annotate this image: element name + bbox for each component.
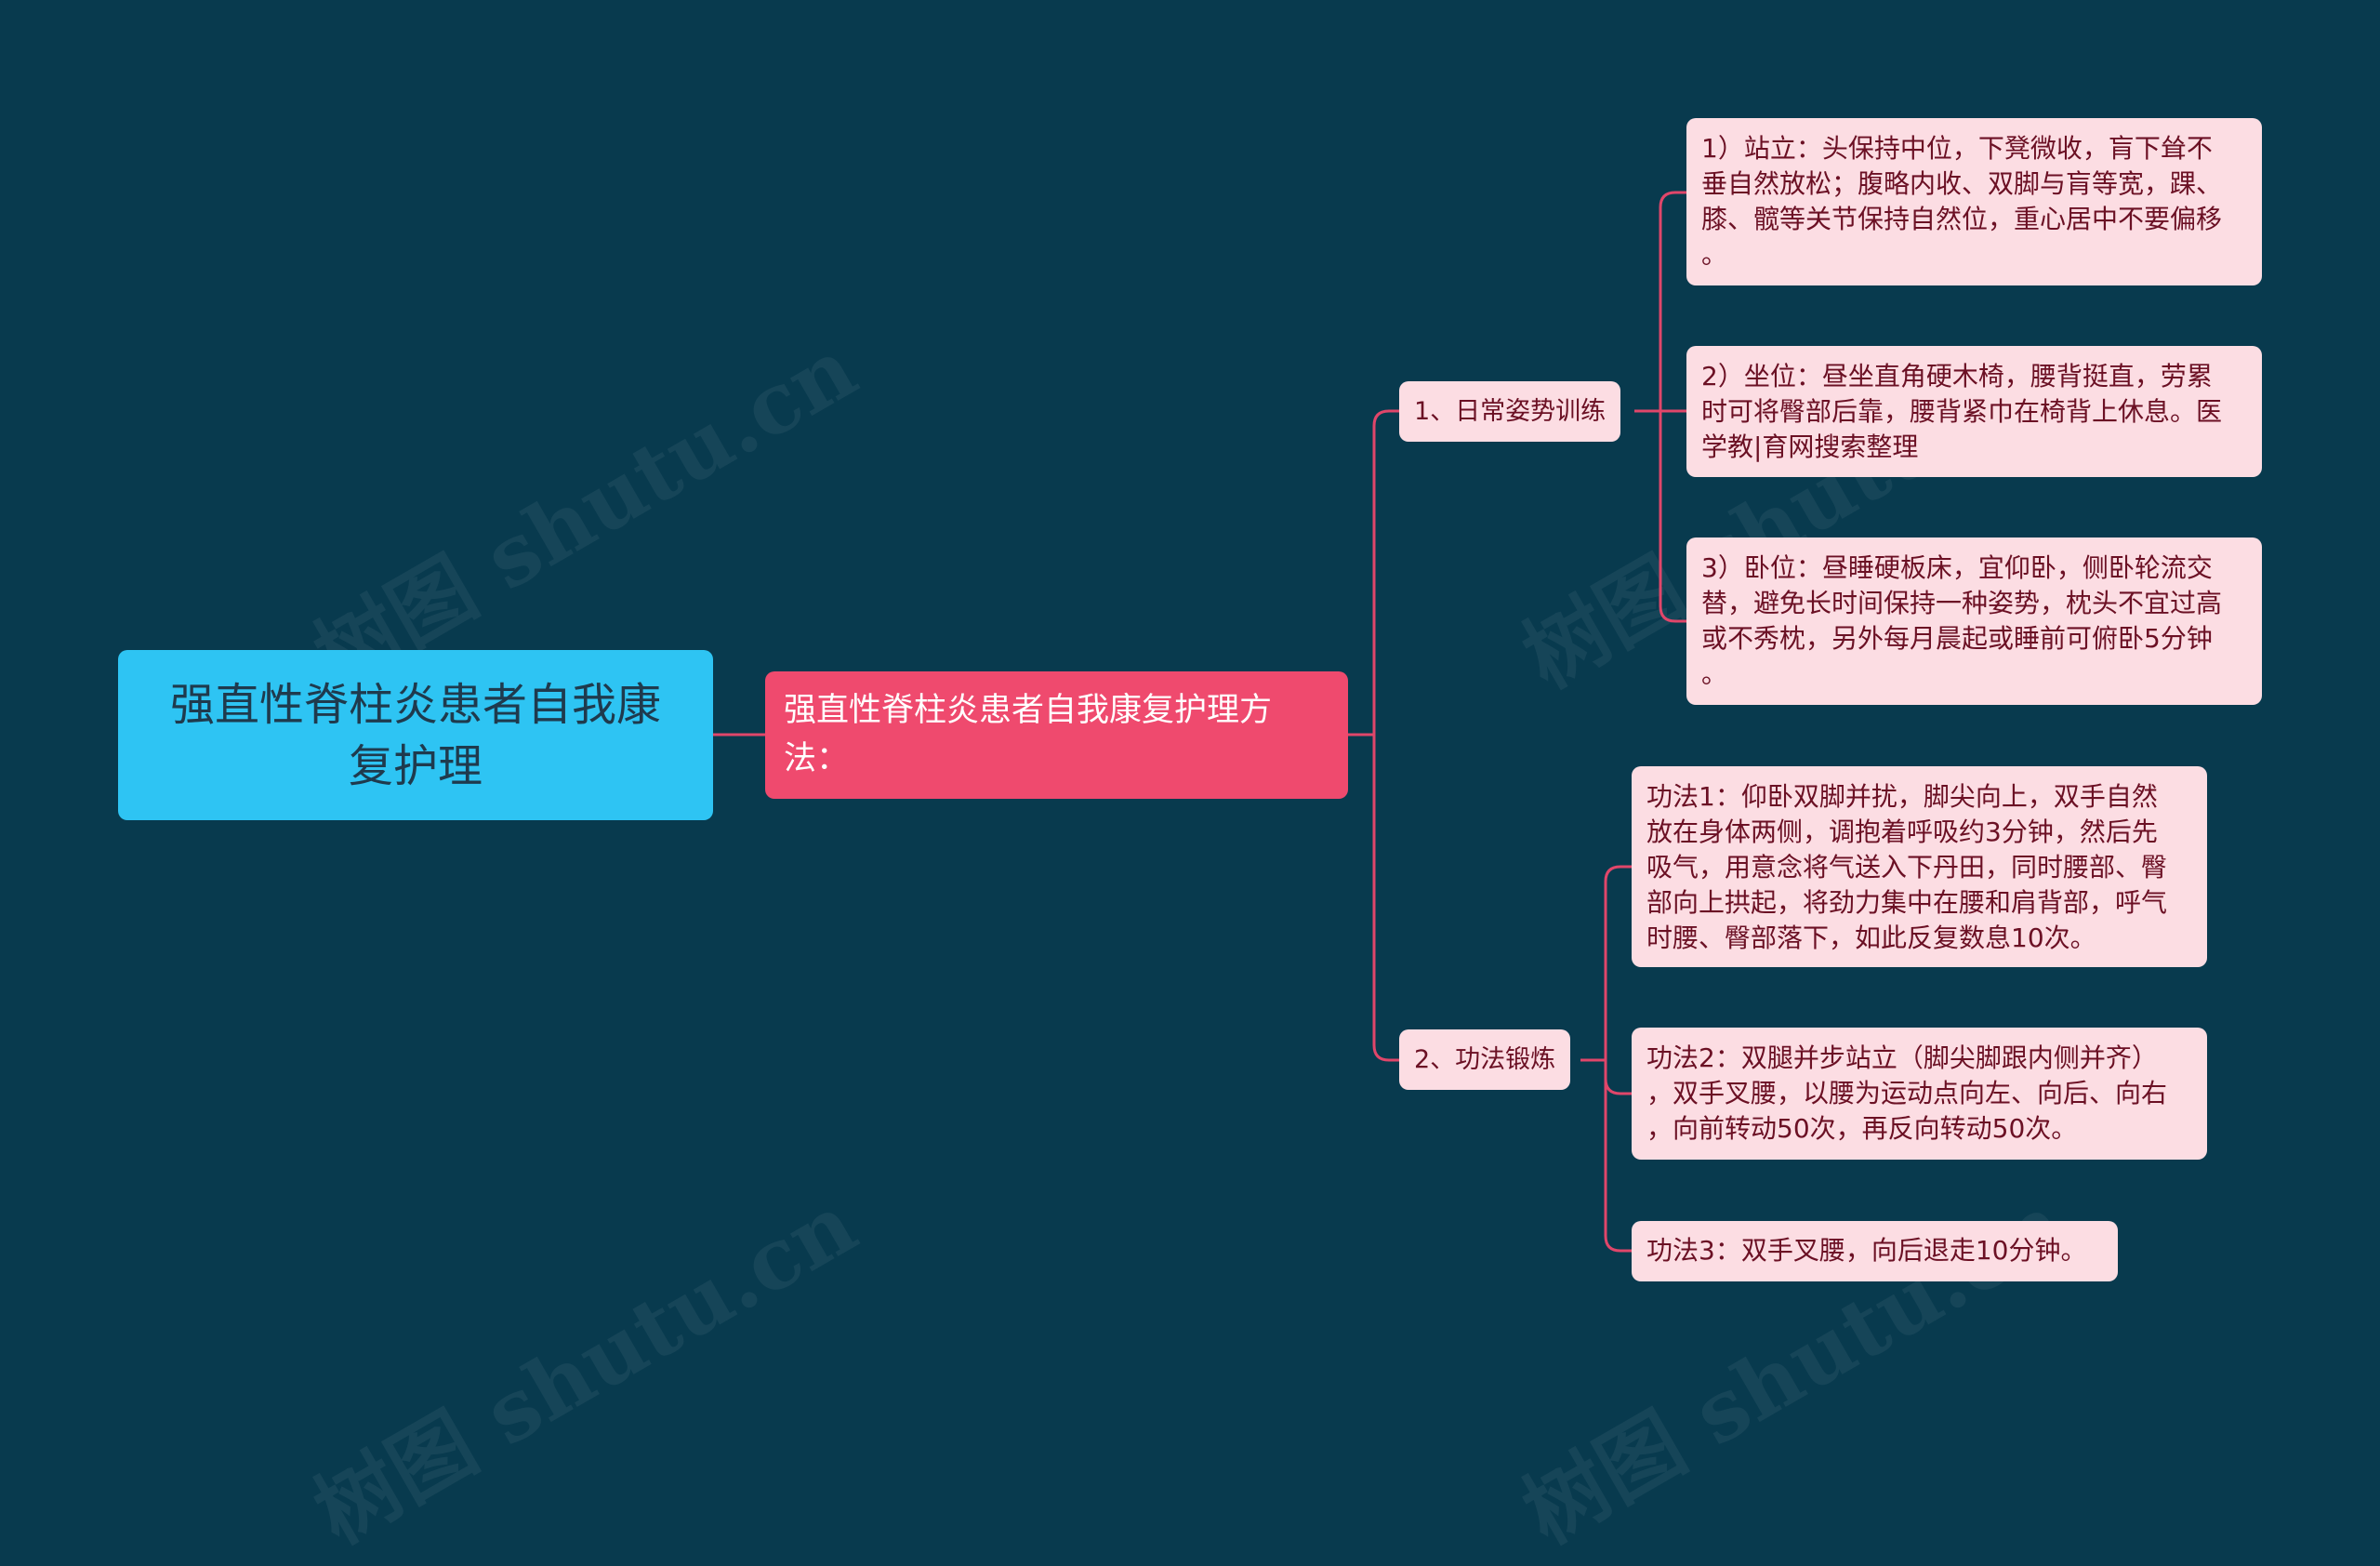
leaf-line: 放在身体两侧，调抱着呼吸约3分钟，然后先	[1646, 816, 2158, 847]
leaf-line: 或不秀枕，另外每月晨起或睡前可俯卧5分钟	[1701, 623, 2213, 654]
connector-lines	[713, 191, 1686, 1253]
leaf-line: 1）站立：头保持中位，下凳微收，肓下耸不	[1701, 133, 2213, 164]
connector-main-branch1	[1348, 409, 1399, 737]
branch-daily-posture[interactable]: 1、日常姿势训练	[1399, 381, 1621, 442]
leaf-line: 垂自然放松；腹略内收、双脚与肓等宽，踝、	[1701, 168, 2223, 199]
leaf-line: 。	[1701, 658, 1728, 689]
leaf-line: ，双手叉腰，以腰为运动点向左、向后、向右	[1646, 1078, 2168, 1108]
leaf-line: 。	[1701, 239, 1728, 270]
main-line: 强直性脊柱炎患者自我康复护理方	[784, 692, 1273, 729]
root-node[interactable]: 强直性脊柱炎患者自我康 复护理	[118, 650, 713, 820]
leaf-line: 时腰、臀部落下，如此反复数息10次。	[1646, 922, 2096, 953]
leaf-exercise-2[interactable]: 功法2：双腿并步站立（脚尖脚跟内侧并齐） ，双手叉腰，以腰为运动点向左、向后、向…	[1632, 1028, 2207, 1160]
main-line: 法：	[784, 740, 850, 777]
leaf-sitting[interactable]: 2）坐位：昼坐直角硬木椅，腰背挺直，劳累 时可将臀部后靠，腰背紧巾在椅背上休息。…	[1686, 346, 2262, 477]
leaf-line: 膝、髋等关节保持自然位，重心居中不要偏移	[1701, 204, 2223, 234]
leaf-exercise-3[interactable]: 功法3：双手叉腰，向后退走10分钟。	[1632, 1221, 2118, 1281]
leaf-line: 部向上拱起，将劲力集中在腰和肩背部，呼气	[1646, 887, 2168, 918]
connector-leaf1	[1659, 191, 1686, 411]
leaf-line: ，向前转动50次，再反向转动50次。	[1646, 1113, 2078, 1144]
connector-leaf5	[1604, 1060, 1632, 1095]
leaf-line: 时可将臀部后靠，腰背紧巾在椅背上休息。医	[1701, 396, 2223, 427]
root-line: 复护理	[348, 739, 483, 792]
root-line: 强直性脊柱炎患者自我康	[169, 678, 661, 731]
leaf-line: 功法3：双手叉腰，向后退走10分钟。	[1646, 1235, 2087, 1266]
connector-leaf6	[1604, 1060, 1632, 1253]
leaf-line: 替，避免长时间保持一种姿势，枕头不宜过高	[1701, 588, 2223, 618]
leaf-line: 3）卧位：昼睡硬板床，宜仰卧，侧卧轮流交	[1701, 552, 2213, 583]
connector-main-branch2	[1372, 735, 1399, 1062]
leaf-line: 吸气，用意念将气送入下丹田，同时腰部、臀	[1646, 852, 2168, 883]
leaf-line: 学教|育网搜索整理	[1701, 431, 1919, 462]
main-topic-node[interactable]: 强直性脊柱炎患者自我康复护理方 法：	[765, 671, 1348, 799]
leaf-line: 2）坐位：昼坐直角硬木椅，腰背挺直，劳累	[1701, 361, 2213, 392]
leaf-line: 功法2：双腿并步站立（脚尖脚跟内侧并齐）	[1646, 1042, 2158, 1073]
leaf-lying[interactable]: 3）卧位：昼睡硬板床，宜仰卧，侧卧轮流交 替，避免长时间保持一种姿势，枕头不宜过…	[1686, 537, 2262, 705]
leaf-line: 功法1：仰卧双脚并扰，脚尖向上，双手自然	[1646, 781, 2158, 812]
leaf-exercise-1[interactable]: 功法1：仰卧双脚并扰，脚尖向上，双手自然 放在身体两侧，调抱着呼吸约3分钟，然后…	[1632, 766, 2207, 967]
leaf-standing[interactable]: 1）站立：头保持中位，下凳微收，肓下耸不 垂自然放松；腹略内收、双脚与肓等宽，踝…	[1686, 118, 2262, 285]
connector-leaf4	[1604, 865, 1632, 1060]
branch-exercise[interactable]: 2、功法锻炼	[1399, 1029, 1571, 1090]
connector-leaf3	[1659, 411, 1686, 623]
